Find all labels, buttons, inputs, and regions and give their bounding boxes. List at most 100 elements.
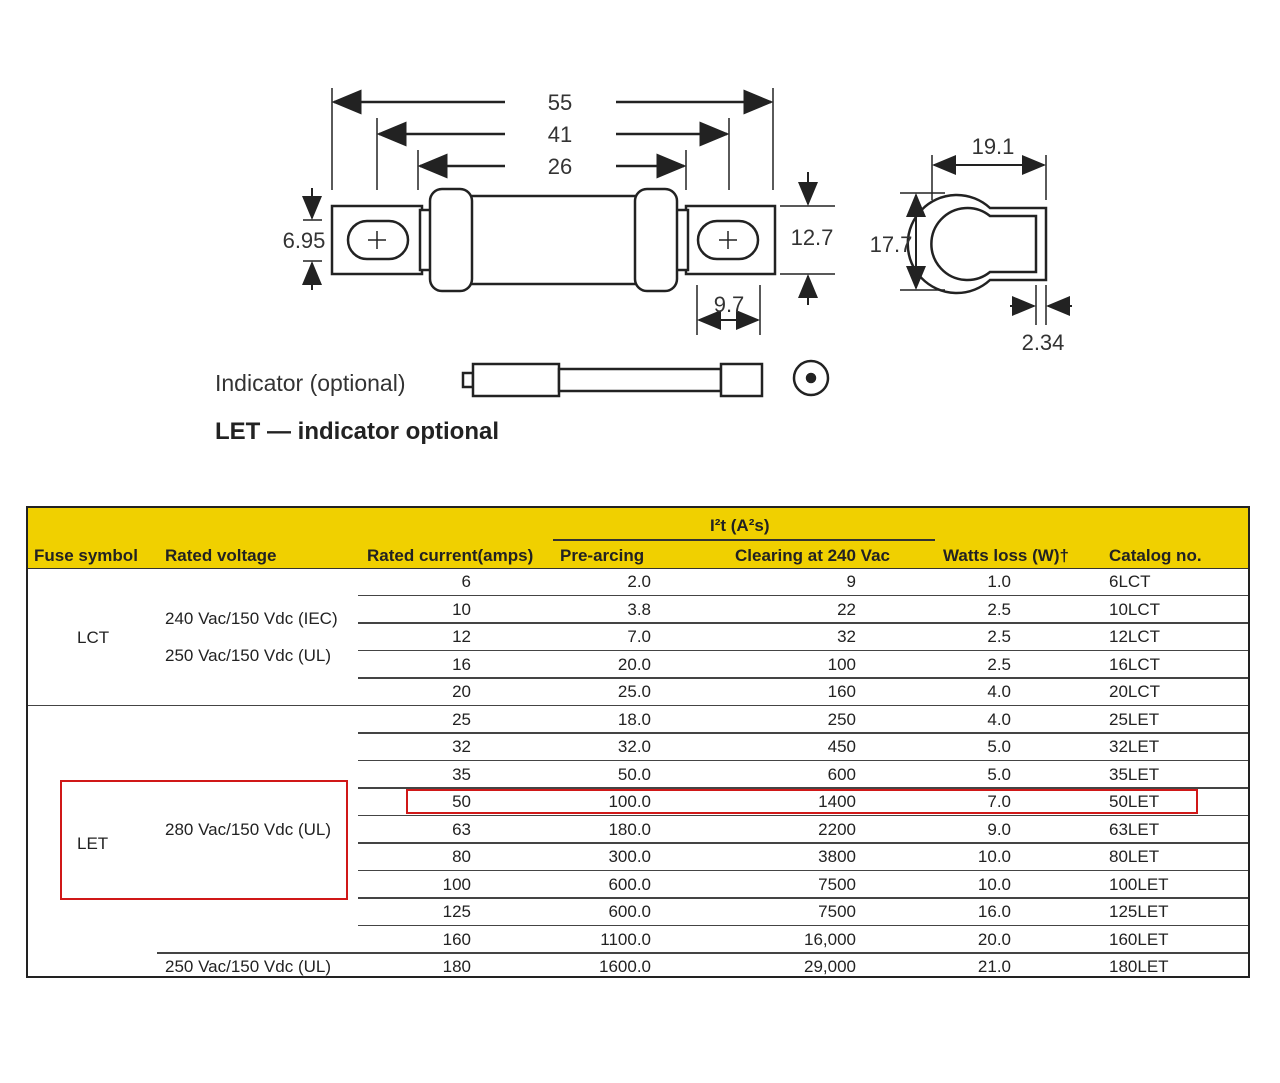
rated-current-cell: 20 [452,682,471,701]
pre-arcing-cell: 1100.0 [600,929,651,949]
row-50-highlight-box [406,789,1198,814]
watts-loss-cell: 2.5 [987,599,1011,619]
indicator-label: Indicator (optional) [215,370,406,396]
pre-arcing-cell: 600.0 [608,874,651,894]
clearing-cell: 32 [837,627,856,646]
fuse-dimension-diagram: 55 41 26 6.95 12.7 9.7 [215,88,1072,445]
pre-arcing-cell: 32.0 [617,737,651,756]
row-divider [358,924,1248,926]
watts-loss-cell: 5.0 [987,737,1011,756]
dim-slot-height-label: 6.95 [283,228,326,253]
let-indicator-note: LET — indicator optional [215,418,499,445]
dim-terminal-centers-label: 41 [548,122,572,147]
rated-voltage-let: 280 Vac/150 Vdc (UL) [165,820,331,839]
watts-loss-cell: 7.0 [987,792,1011,811]
fuse-rating-table: I²t (A²s) Fuse symbol Rated voltage Rate… [26,506,1250,978]
pre-arcing-cell: 300.0 [608,847,651,866]
clearing-cell: 9 [846,572,856,591]
rated-current-cell: 80 [452,847,471,866]
rated-voltage-lct-iec: 240 Vac/150 Vdc (IEC) [165,609,338,628]
pre-arcing-cell: 3.8 [627,599,651,619]
row-divider [358,869,1248,871]
rated-current-cell: 10 [452,599,471,619]
catalog-cell: 12LCT [1109,627,1161,646]
dim-body-label: 26 [548,154,572,179]
dim-tag-width-label: 9.7 [714,292,745,317]
header-clearing: Clearing at 240 Vac [735,546,890,565]
clearing-cell: 7500 [818,874,856,894]
row-divider [358,787,1248,789]
header-watts-loss: Watts loss (W)† [943,546,1069,565]
watts-loss-cell: 9.0 [987,819,1011,839]
rated-voltage-let-180: 250 Vac/150 Vdc (UL) [165,957,331,976]
clearing-cell: 7500 [818,902,856,921]
row-divider [358,677,1248,679]
header-rated-voltage: Rated voltage [165,546,277,565]
dim-thickness-label: 2.34 [1022,330,1065,355]
rated-current-cell: 50 [452,792,471,811]
watts-loss-cell: 16.0 [977,902,1011,921]
row-divider [28,704,1248,706]
header-rated-current: Rated current(amps) [367,546,534,565]
pre-arcing-cell: 25.0 [617,682,651,701]
row-divider [358,649,1248,651]
pre-arcing-cell: 100.0 [608,792,651,811]
row-divider [358,842,1248,844]
watts-loss-cell: 10.0 [977,874,1011,894]
watts-loss-cell: 20.0 [977,929,1011,949]
row-divider [157,952,1248,954]
rated-current-cell: 160 [442,929,471,949]
clearing-cell: 450 [827,737,856,756]
pre-arcing-cell: 2.0 [627,572,651,591]
catalog-cell: 80LET [1109,847,1160,866]
catalog-cell: 20LCT [1109,682,1161,701]
table-header: I²t (A²s) Fuse symbol Rated voltage Rate… [28,508,1248,569]
pre-arcing-cell: 180.0 [608,819,651,839]
header-pre-arcing: Pre-arcing [560,546,645,565]
catalog-cell: 50LET [1109,792,1160,811]
fuse-symbol-let: LET [77,834,109,853]
clearing-cell: 250 [827,709,856,729]
dim-tag-height-label: 12.7 [791,225,834,250]
pre-arcing-cell: 50.0 [617,764,651,784]
rated-current-cell: 35 [452,764,471,784]
row-divider [358,897,1248,899]
dim-side-width-label: 19.1 [972,134,1015,159]
pre-arcing-cell: 7.0 [627,627,651,646]
pre-arcing-cell: 600.0 [608,902,651,921]
watts-loss-cell: 4.0 [987,709,1011,729]
catalog-cell: 100LET [1109,874,1169,894]
fuse-symbol-lct: LCT [77,628,110,647]
row-divider [358,622,1248,624]
rated-current-cell: 32 [452,737,471,756]
watts-loss-cell: 5.0 [987,764,1011,784]
rated-current-cell: 6 [461,572,471,591]
row-divider [358,594,1248,596]
watts-loss-cell: 4.0 [987,682,1011,701]
clearing-cell: 1400 [818,792,856,811]
catalog-cell: 160LET [1109,929,1169,949]
clearing-cell: 160 [827,682,856,701]
clearing-cell: 3800 [818,847,856,866]
catalog-cell: 63LET [1109,819,1160,839]
let-cell-highlight-box [60,780,348,900]
rated-voltage-lct-ul: 250 Vac/150 Vdc (UL) [165,646,331,665]
pre-arcing-cell: 20.0 [617,654,651,674]
dim-overall-label: 55 [548,90,572,115]
rated-current-cell: 125 [442,902,471,921]
row-divider [358,732,1248,734]
rated-current-cell: 63 [452,819,471,839]
row-divider [358,814,1248,816]
watts-loss-cell: 21.0 [977,957,1011,976]
clearing-cell: 16,000 [804,929,856,949]
indicator-drawing [461,359,830,398]
rated-current-cell: 16 [452,654,471,674]
header-fuse-symbol: Fuse symbol [34,546,138,565]
i2t-group-header: I²t (A²s) [710,516,770,535]
clearing-cell: 29,000 [804,957,856,976]
watts-loss-cell: 10.0 [977,847,1011,866]
rated-current-cell: 12 [452,627,471,646]
watts-loss-cell: 2.5 [987,627,1011,646]
catalog-cell: 35LET [1109,764,1160,784]
